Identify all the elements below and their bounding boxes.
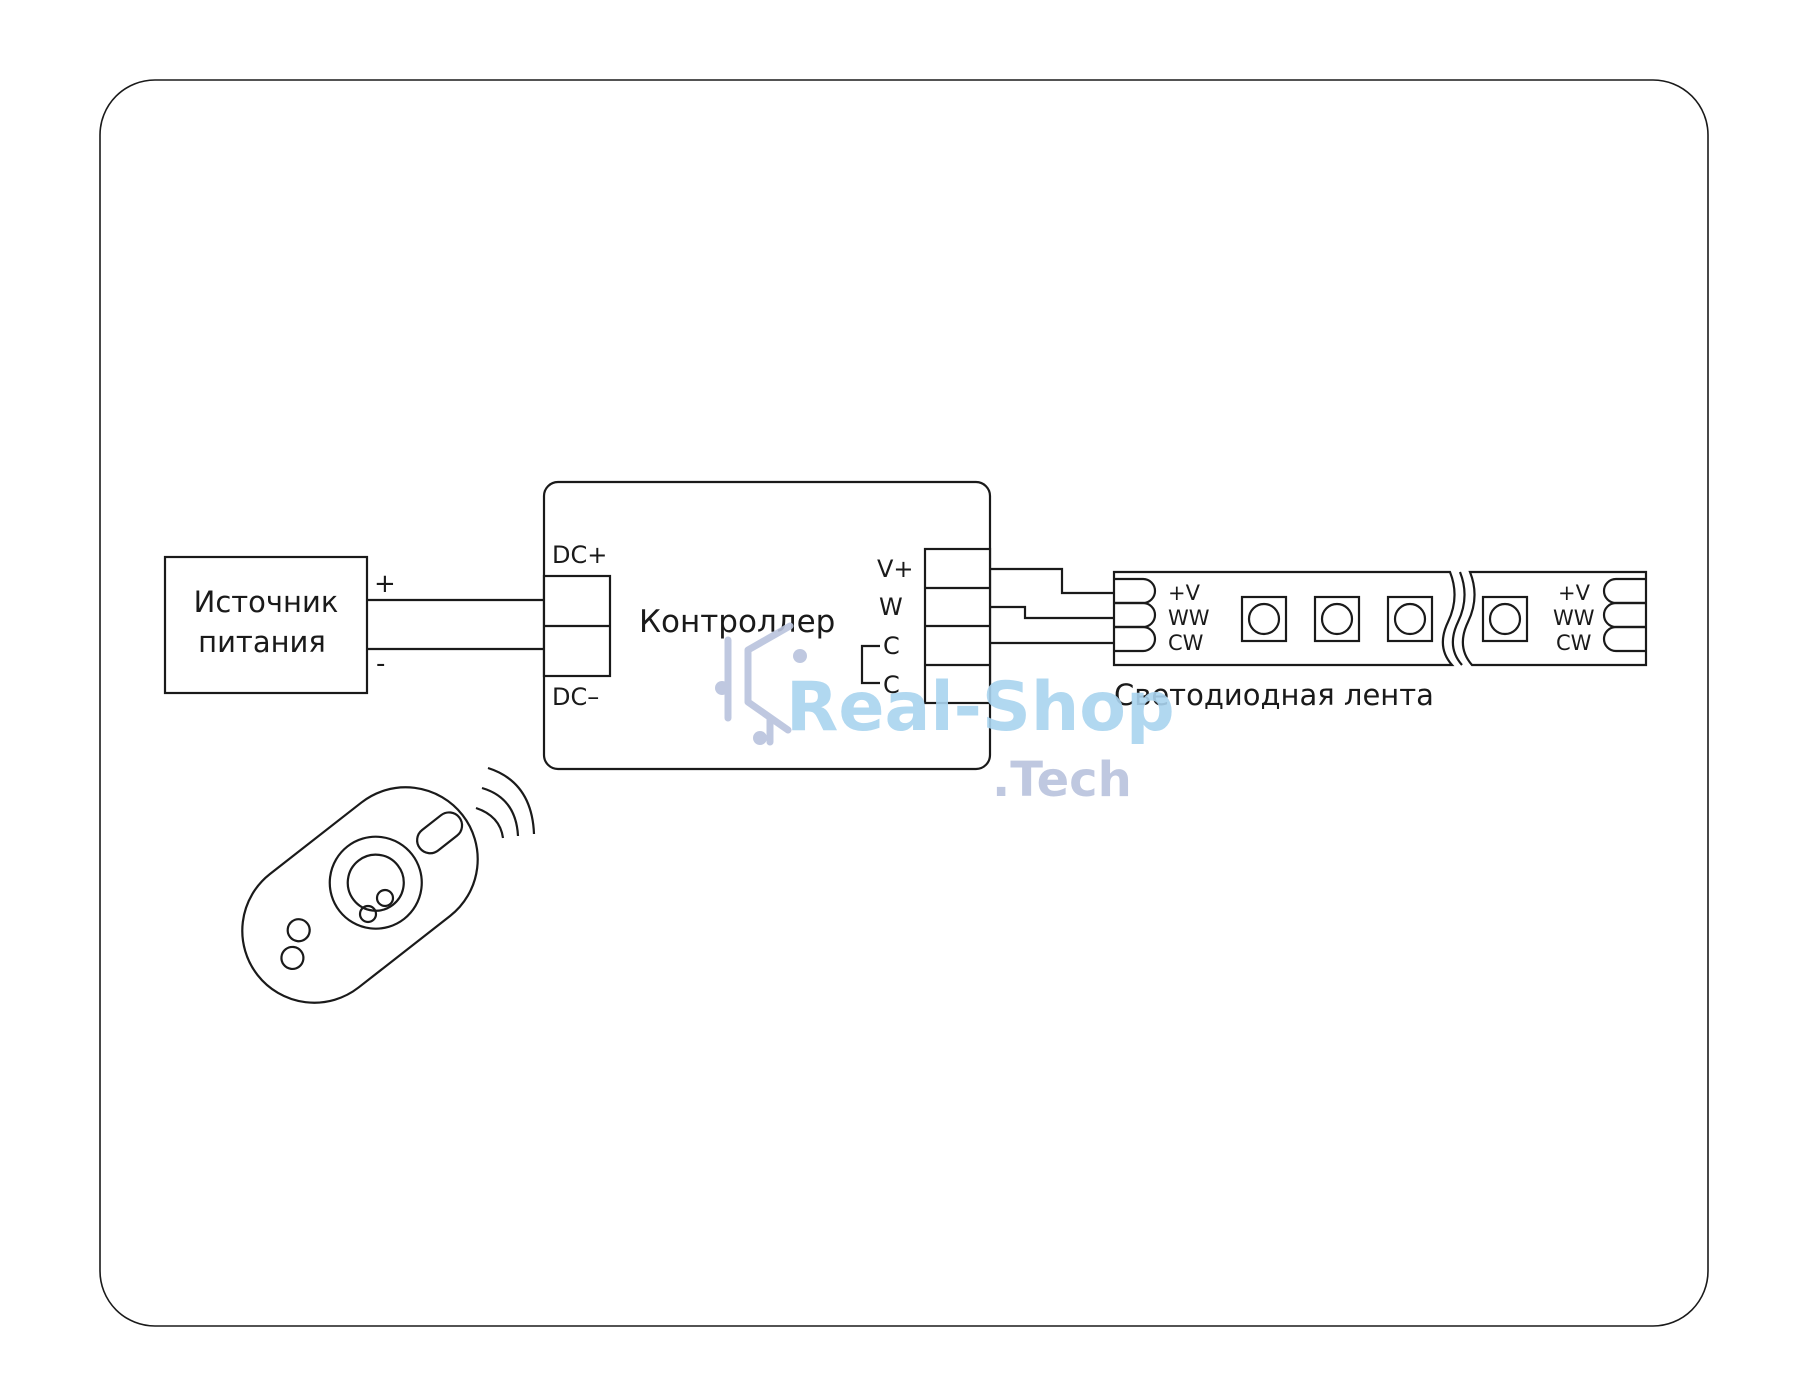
output-c2-label: C [883, 671, 900, 699]
led-1-lens [1247, 602, 1281, 636]
watermark: Real-Shop .Tech [715, 622, 1175, 808]
led-strip-label: Светодиодная лента [1114, 678, 1434, 712]
watermark-sub-text: .Tech [992, 752, 1132, 808]
signal-arc-middle [481, 786, 520, 837]
wire-vplus [990, 567, 1114, 595]
remote-center-dot-1 [358, 904, 378, 924]
remote-ring-outer [328, 835, 423, 930]
strip-pin-right-vplus: +V [1558, 581, 1591, 605]
strip-pin-left-cw: CW [1168, 631, 1204, 655]
watermark-logo-dot-3 [753, 731, 767, 745]
strip-pin-right-ww: WW [1553, 606, 1595, 630]
output-w-label: W [879, 593, 903, 621]
signal-arc-inner [475, 806, 505, 839]
wireless-signal-icon [475, 766, 536, 839]
led-2-lens [1320, 602, 1354, 636]
power-supply: Источник питания + - [163, 555, 396, 695]
wire-ww [990, 605, 1114, 620]
power-supply-label-line1: Источник [194, 585, 339, 619]
watermark-main-text: Real-Shop [786, 668, 1175, 747]
watermark-logo-dot-2 [793, 649, 807, 663]
strip-pin-left-vplus: +V [1168, 581, 1201, 605]
controller: DC+ DC– Контроллер V+ W C C [542, 480, 992, 771]
remote-button-small-2 [280, 945, 305, 971]
plus-terminal-label: + [374, 569, 396, 599]
remote-body-outline [241, 786, 479, 1004]
c-bridge [860, 644, 880, 685]
output-vplus-label: V+ [877, 555, 914, 583]
remote-center-dot-2 [375, 888, 395, 908]
watermark-logo-dot-1 [715, 681, 729, 695]
led-4-lens [1488, 602, 1522, 636]
power-supply-label-line2: питания [198, 625, 326, 659]
dc-minus-label: DC– [552, 683, 599, 711]
strip-break-line [1451, 571, 1466, 666]
led-3-lens [1393, 602, 1427, 636]
strip-pin-right-cw: CW [1556, 631, 1592, 655]
minus-terminal-label: - [376, 649, 385, 679]
dc-plus-label: DC+ [552, 541, 607, 569]
remote-ring-inner [346, 853, 405, 912]
output-c1-label: C [883, 632, 900, 660]
remote-button-small-1 [286, 918, 311, 943]
led-strip: +V WW CW +V WW CW Светодиодная лента [1112, 570, 1648, 712]
strip-pad-left-cw [1114, 625, 1157, 653]
remote-slider-button [416, 811, 464, 855]
strip-pad-right-cw [1602, 625, 1646, 653]
signal-arc-outer [487, 766, 536, 835]
controller-title: Контроллер [639, 604, 835, 640]
power-supply-box [163, 555, 369, 695]
watermark-logo-icon [724, 622, 794, 746]
remote-control-icon [241, 786, 479, 1004]
strip-pin-left-ww: WW [1168, 606, 1210, 630]
